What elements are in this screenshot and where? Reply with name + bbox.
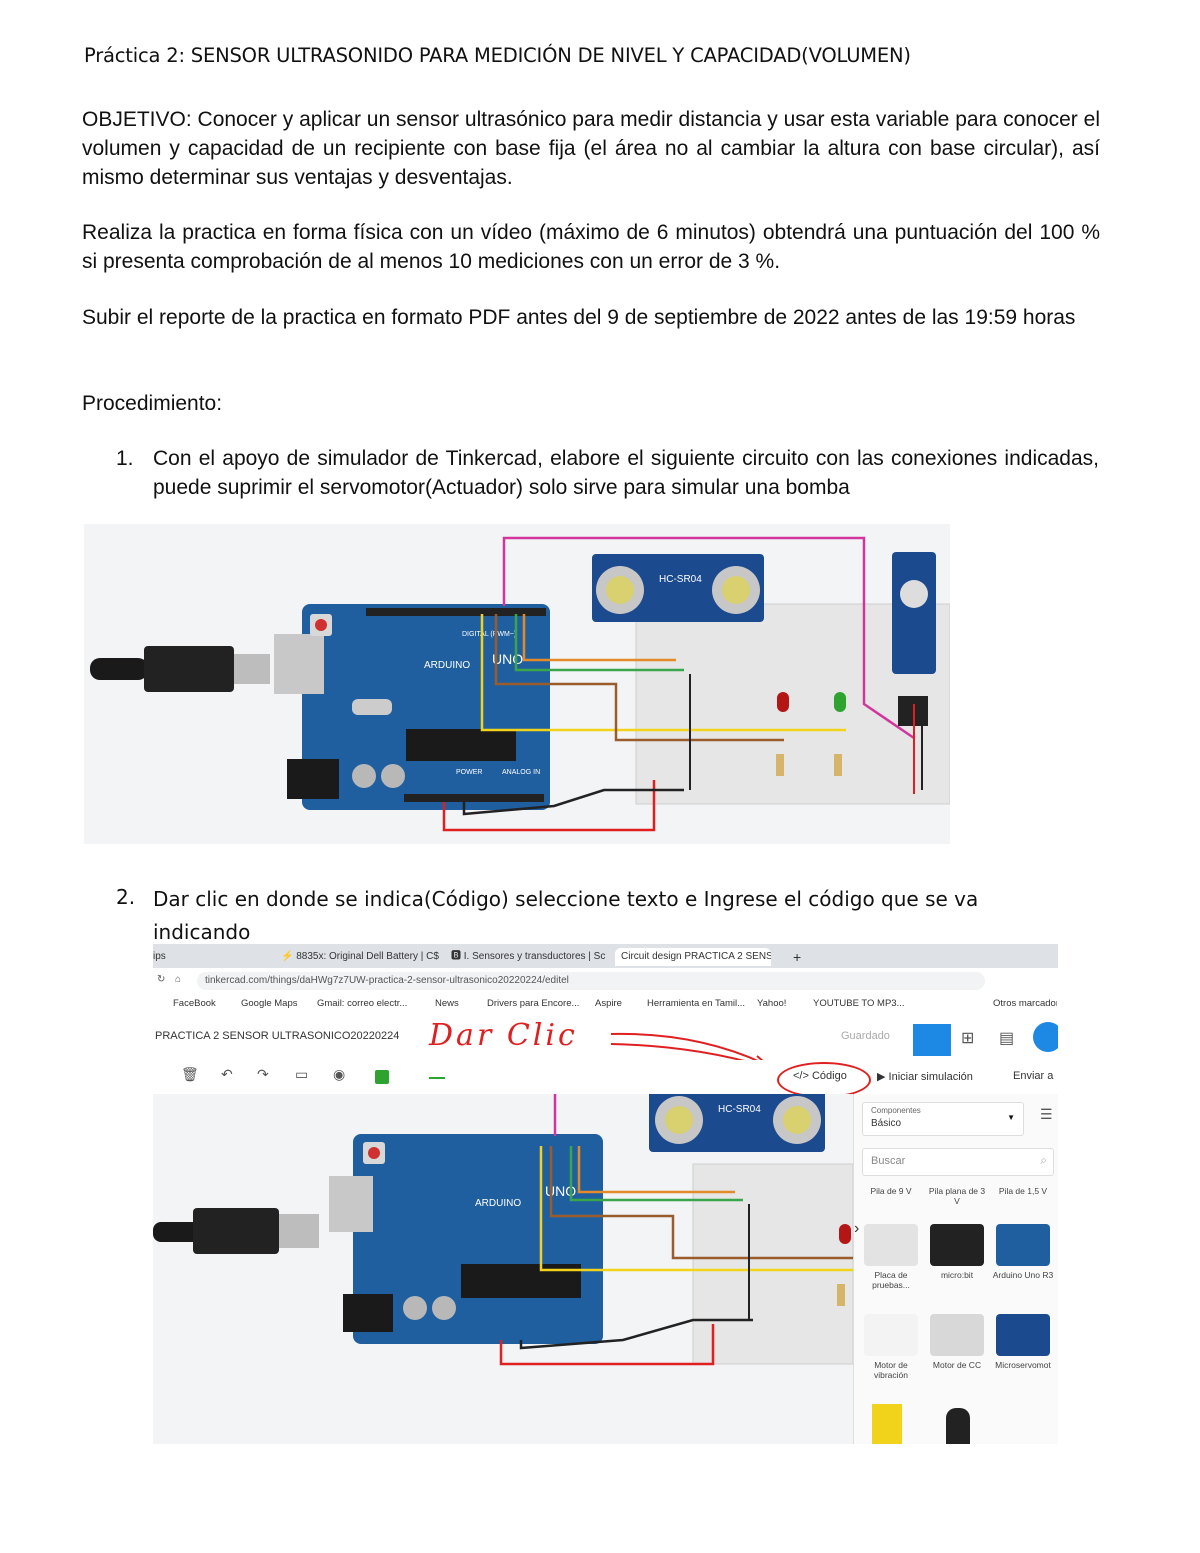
new-tab-button[interactable]: + (793, 949, 802, 965)
home-icon[interactable]: ⌂ (175, 974, 182, 985)
send-to-button[interactable]: Enviar a (1013, 1070, 1054, 1082)
search-placeholder: Buscar (871, 1155, 906, 1167)
note-icon[interactable]: ▭ (295, 1066, 309, 1082)
avatar[interactable] (1033, 1022, 1058, 1052)
step-2-text: Dar clic en donde se indica(Código) sele… (153, 887, 979, 944)
vibration-motor-thumb (864, 1314, 918, 1356)
bookmark[interactable]: Gmail: correo electr... (317, 998, 408, 1009)
step-2-number: 2. (116, 885, 136, 909)
chevron-right-icon[interactable]: › (854, 1220, 860, 1237)
circuit-figure-1: ARDUINO UNO DIGITAL (PWM~) POWER ANALOG … (84, 524, 950, 844)
bookmark[interactable]: News (435, 998, 459, 1009)
bookmark[interactable]: Google Maps (241, 998, 298, 1009)
search-icon: ⌕ (1040, 1153, 1047, 1167)
components-panel: Componentes Básico ▼ ☰ Buscar ⌕ Pila de … (853, 1094, 1058, 1444)
component-vibration-motor[interactable]: Motor de vibración (860, 1310, 922, 1392)
component-arduino[interactable]: Arduino Uno R3 (992, 1220, 1054, 1302)
reload-icon[interactable]: ↻ (157, 974, 166, 985)
components-dropdown-label: Componentes (871, 1106, 921, 1115)
editor-toolbar: 🗑 ↶ ↷ ▭ ◉ </> Código ▶ Iniciar simulació… (153, 1060, 1058, 1098)
sensor-label: HC-SR04 (718, 1104, 761, 1115)
browser-tab[interactable]: ips (153, 951, 166, 962)
component-item[interactable]: Pila de 1,5 V (998, 1186, 1048, 1196)
arduino-thumb (996, 1224, 1050, 1266)
step-1-number: 1. (116, 447, 134, 470)
browser-tab-active[interactable]: Circuit design PRACTICA 2 SENS (615, 948, 771, 966)
bookmark[interactable]: YOUTUBE TO MP3... (813, 998, 905, 1009)
dc-motor-thumb (930, 1314, 984, 1356)
browser-tab-bar: ips ⚡ 8835x: Original Dell Battery | C$ … (153, 944, 1058, 968)
url-field[interactable]: tinkercad.com/things/daHWg7z7UW-practica… (197, 972, 985, 990)
bookmarks-bar: FaceBook Google Maps Gmail: correo elect… (153, 994, 1058, 1017)
circuit-view-button[interactable] (913, 1024, 951, 1056)
redo-icon[interactable]: ↷ (257, 1066, 269, 1082)
component-item[interactable]: Pila de 9 V (870, 1186, 912, 1196)
start-simulation-button[interactable]: ▶ Iniciar simulación (877, 1071, 973, 1083)
bookmark[interactable]: Otros marcadores (993, 998, 1057, 1009)
component-label: Arduino Uno R3 (992, 1270, 1054, 1280)
microbit-thumb (930, 1224, 984, 1266)
component-list-icon[interactable]: ▤ (999, 1030, 1015, 1047)
arduino-label: ARDUINO (475, 1198, 521, 1209)
digital-label: DIGITAL (PWM~) (462, 631, 516, 638)
analog-label: ANALOG IN (502, 769, 540, 776)
browser-tab[interactable]: 🅱 I. Sensores y transductores | Sch (451, 951, 606, 962)
objective-paragraph: OBJETIVO: Conocer y aplicar un sensor ul… (82, 108, 1100, 189)
arduino-label: ARDUINO (424, 660, 470, 671)
wire-type-picker[interactable] (429, 1077, 445, 1079)
trash-icon[interactable]: 🗑 (181, 1066, 199, 1082)
sensor-label: HC-SR04 (659, 574, 702, 585)
components-dropdown-value: Básico (871, 1118, 902, 1129)
components-dropdown[interactable]: Componentes Básico ▼ (862, 1102, 1024, 1136)
color-picker[interactable] (375, 1070, 389, 1084)
list-view-icon[interactable]: ☰ (1040, 1106, 1053, 1122)
bookmark[interactable]: Aspire (595, 998, 622, 1009)
requirements-paragraph: Realiza la practica en forma física con … (82, 221, 1100, 273)
breadboard-thumb (864, 1224, 918, 1266)
undo-icon[interactable]: ↶ (221, 1066, 233, 1082)
circuit-canvas[interactable]: ARDUINO UNO HC-SR04 (153, 1094, 853, 1444)
address-bar-row: ↻ ⌂ tinkercad.com/things/daHWg7z7UW-prac… (153, 968, 1058, 994)
bookmark[interactable]: Yahoo! (757, 998, 787, 1009)
chevron-down-icon: ▼ (1007, 1113, 1015, 1122)
code-button[interactable]: </> Código (793, 1070, 847, 1082)
bookmark[interactable]: FaceBook (173, 998, 216, 1009)
browser-tab[interactable]: ⚡ 8835x: Original Dell Battery | C$ (281, 951, 439, 962)
project-title[interactable]: PRACTICA 2 SENSOR ULTRASONICO20220224 (155, 1030, 400, 1042)
saved-status: Guardado (841, 1030, 890, 1042)
page-title: Práctica 2: SENSOR ULTRASONIDO PARA MEDI… (84, 44, 911, 67)
bookmark[interactable]: Herramienta en Tamil... (647, 998, 746, 1009)
schematic-icon[interactable]: ⊞ (961, 1030, 975, 1047)
component-microbit[interactable]: micro:bit (926, 1220, 988, 1302)
tinkercad-app-bar: PRACTICA 2 SENSOR ULTRASONICO20220224 Da… (153, 1016, 1058, 1073)
component-microservo[interactable]: Microservomot (992, 1310, 1054, 1392)
component-breadboard[interactable]: Placa de pruebas... (860, 1220, 922, 1302)
procedure-heading: Procedimiento: (82, 392, 223, 415)
start-simulation-label: Iniciar simulación (888, 1071, 973, 1083)
tinkercad-screenshot: ips ⚡ 8835x: Original Dell Battery | C$ … (153, 944, 1058, 1444)
component-label: Motor de CC (932, 1360, 982, 1370)
step-1-text: Con el apoyo de simulador de Tinkercad, … (153, 447, 1099, 499)
search-input[interactable]: Buscar ⌕ (862, 1148, 1054, 1176)
bookmark[interactable]: Drivers para Encore... (487, 998, 580, 1009)
code-button-label: Código (811, 1070, 847, 1082)
component-label: Placa de pruebas... (872, 1270, 910, 1290)
power-label: POWER (456, 769, 482, 776)
annotation-icon[interactable]: ◉ (333, 1066, 346, 1082)
component-thumb-partial[interactable] (946, 1408, 970, 1444)
uno-label: UNO (545, 1183, 576, 1199)
component-thumb-partial[interactable] (872, 1404, 902, 1444)
annotation-dar-clic: Dar Clic (429, 1018, 578, 1053)
microservo-thumb (996, 1314, 1050, 1356)
component-label: Microservomot (995, 1360, 1051, 1370)
component-item[interactable]: Pila plana de 3 V (928, 1186, 986, 1206)
deadline-paragraph: Subir el reporte de la practica en forma… (82, 306, 1076, 329)
component-dc-motor[interactable]: Motor de CC (926, 1310, 988, 1392)
component-label: micro:bit (940, 1270, 974, 1280)
component-label: Motor de vibración (873, 1360, 909, 1380)
